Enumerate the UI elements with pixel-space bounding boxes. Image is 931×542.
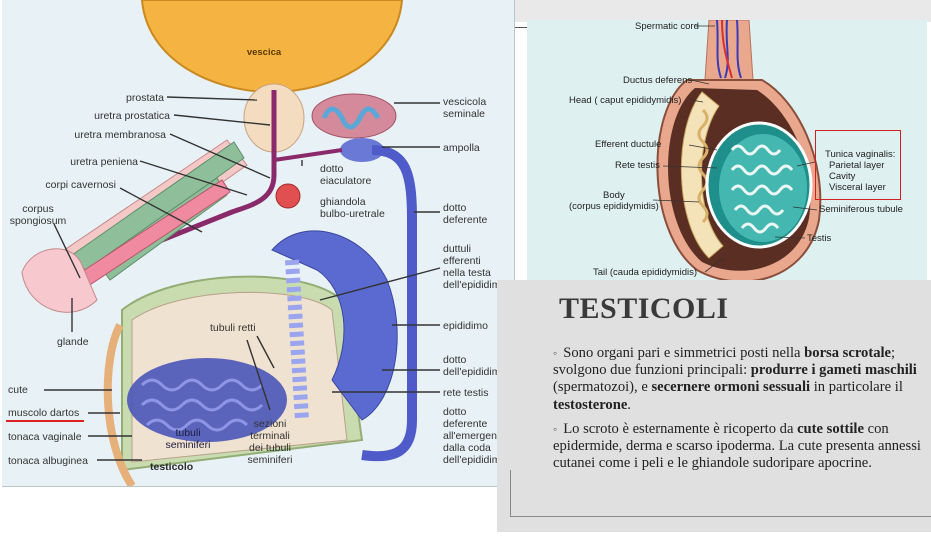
label-vescica: vescica bbox=[246, 47, 282, 58]
bullet-icon: ◦ bbox=[553, 346, 558, 360]
label-parietal-layer: Parietal layer bbox=[829, 160, 885, 171]
bullet-icon: ◦ bbox=[553, 422, 558, 436]
label-sezioni-terminali: sezioni terminali dei tubuli seminiferi bbox=[247, 418, 293, 466]
label-tubuli-retti: tubuli retti bbox=[210, 322, 256, 334]
label-head: Head ( caput epididymidis) bbox=[569, 95, 682, 106]
label-cute: cute bbox=[8, 384, 28, 396]
p1-text-1: Sono organi pari e simmetrici posti nell… bbox=[563, 345, 805, 361]
paragraph-1: ◦ Sono organi pari e simmetrici posti nel… bbox=[553, 345, 925, 414]
diagram-illustration bbox=[21, 0, 441, 486]
label-efferent-ductule: Efferent ductule bbox=[595, 139, 662, 150]
p2-bold-1: cute sottile bbox=[797, 421, 864, 437]
slide-title: TESTICOLI bbox=[559, 292, 729, 325]
tunica-vaginalis-highlight-box bbox=[815, 130, 901, 200]
label-corpi-cavernosi: corpi cavernosi bbox=[45, 179, 116, 191]
testis-diagram: Spermatic cord Ductus deferens Head ( ca… bbox=[527, 20, 927, 282]
label-ductus-deferens: Ductus deferens bbox=[623, 75, 693, 86]
label-prostata: prostata bbox=[126, 92, 164, 104]
label-spermatic-cord: Spermatic cord bbox=[635, 21, 699, 32]
panel-frame-line bbox=[510, 470, 931, 517]
p1-text-3: (spermatozoi), e bbox=[553, 379, 652, 396]
slide-top-band bbox=[515, 0, 931, 22]
p1-bold-4: testosterone bbox=[553, 396, 628, 413]
label-epididimo: epididimo bbox=[443, 320, 488, 332]
label-vescicola-seminale: vescicola seminale bbox=[443, 96, 487, 120]
label-ghiandola-bulbo-uretrale: ghiandola bulbo-uretrale bbox=[320, 196, 385, 220]
label-uretra-membranosa: uretra membranosa bbox=[74, 129, 166, 141]
label-dotto-deferente-emergenza: dotto deferente all'emergenza dalla coda… bbox=[443, 406, 509, 466]
label-tail: Tail (cauda epididymidis) bbox=[593, 267, 698, 278]
label-ampolla: ampolla bbox=[443, 142, 480, 154]
red-underline-highlight bbox=[6, 420, 84, 422]
p1-bold-3: secernere ormoni sessuali bbox=[651, 379, 811, 396]
p2-text-2: con epidermide, derma e scarso ipoderma.… bbox=[553, 421, 921, 472]
p1-bold-1: borsa scrotale bbox=[804, 345, 892, 361]
label-uretra-peniena: uretra peniena bbox=[70, 156, 138, 168]
p1-text-4: in particolare il bbox=[810, 379, 903, 396]
label-tunica-vaginalis: Tunica vaginalis: bbox=[825, 149, 896, 160]
label-testicolo: testicolo bbox=[150, 461, 194, 473]
text-panel bbox=[497, 280, 931, 532]
label-rete-testis: Rete testis bbox=[615, 160, 660, 171]
label-corpus-spongiosum: corpus spongiosum bbox=[9, 203, 67, 227]
label-tonaca-vaginale: tonaca vaginale bbox=[8, 431, 82, 443]
male-reproductive-diagram: vescica prostata uretra prostatica uretr… bbox=[2, 0, 515, 487]
p2-text-1: Lo scroto è esternamente è ricoperto da bbox=[563, 421, 798, 437]
paragraph-2: ◦ Lo scroto è esternamente è ricoperto da… bbox=[553, 421, 925, 473]
p1-text-2: ; svolgono due funzioni principali: bbox=[553, 345, 896, 379]
testis-illustration bbox=[652, 20, 822, 282]
label-testis: Testis bbox=[807, 233, 832, 244]
label-visceral-layer: Visceral layer bbox=[829, 182, 886, 193]
label-glande: glande bbox=[57, 336, 89, 348]
label-muscolo-dartos: muscolo dartos bbox=[8, 407, 80, 419]
label-rete-testis: rete testis bbox=[443, 387, 489, 399]
label-seminiferous-tubule: Seminiferous tubule bbox=[819, 204, 903, 215]
label-body: Body (corpus epididymidis) bbox=[569, 190, 659, 212]
label-duttuli-efferenti: duttuli efferenti nella testa dell'epidi… bbox=[443, 243, 507, 291]
label-dotto-eiaculatore: dotto eiaculatore bbox=[320, 163, 372, 187]
label-uretra-prostatica: uretra prostatica bbox=[94, 110, 170, 122]
leader-line bbox=[515, 27, 527, 28]
label-dotto-epididimo: dotto dell'epididimo bbox=[443, 354, 507, 378]
p1-text-5: . bbox=[627, 396, 631, 413]
label-tubuli-seminiferi: tubuli seminiferi bbox=[165, 427, 211, 451]
label-dotto-deferente: dotto deferente bbox=[443, 202, 488, 226]
p1-bold-2: produrre i gameti maschili bbox=[750, 362, 917, 379]
label-cavity: Cavity bbox=[829, 171, 856, 182]
label-tonaca-albuginea: tonaca albuginea bbox=[8, 455, 88, 467]
